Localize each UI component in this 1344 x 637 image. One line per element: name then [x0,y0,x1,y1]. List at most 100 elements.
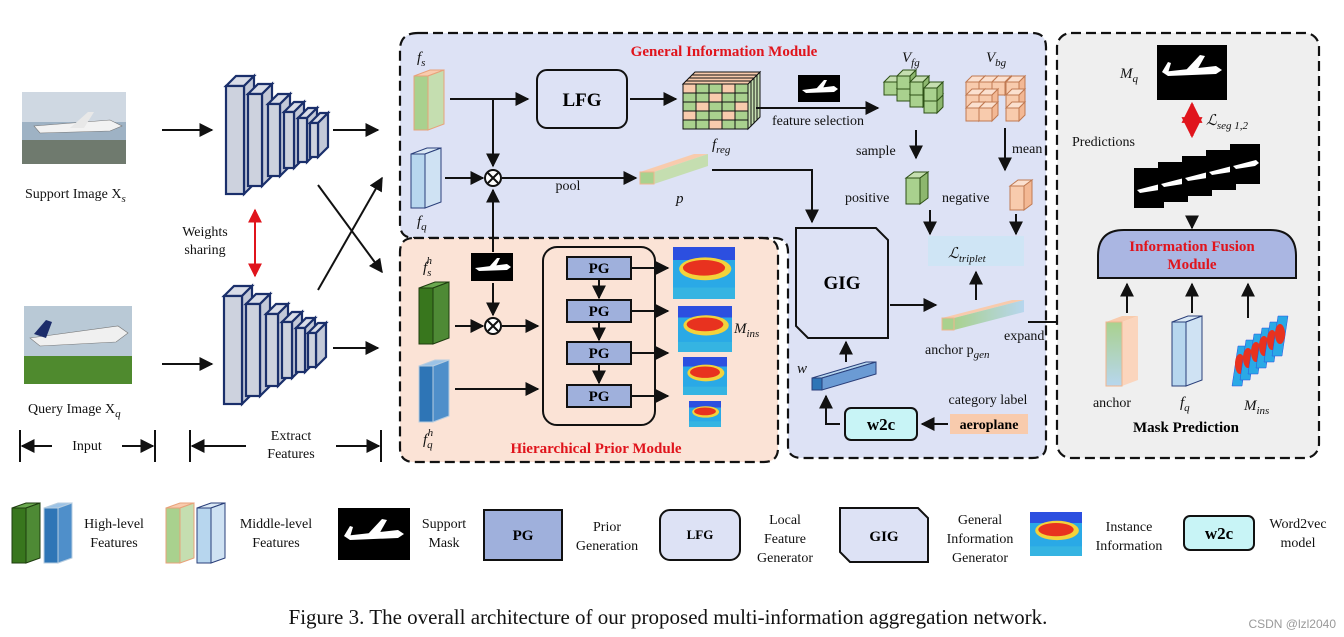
anchor-label-mask: anchor [1093,396,1131,411]
freg-cell [708,119,723,130]
legend-pg-box [483,509,563,561]
freg-cell [734,92,749,103]
backbone-support [223,73,331,197]
mq-mask [1157,45,1227,100]
heatmap-4 [689,401,721,427]
legend-instance-information-line2: Information [1096,539,1163,554]
vfg-label: Vfg [902,50,920,69]
predictions-label: Predictions [1072,135,1135,150]
query-image-label: Query Image Xq [28,402,121,420]
freg-cell [721,83,736,94]
support-mask-small-hpm [471,253,513,281]
backbone-query-layer [305,320,329,370]
fs-feature-block [413,69,445,131]
anchor-pgen-label: anchor pgen [925,343,990,361]
information-fusion-module-box [1097,229,1297,279]
aeroplane-tag [950,414,1028,434]
arrow-cross-down [317,184,383,274]
legend-high-level-icon [11,502,73,564]
weights-sharing-line2: sharing [184,243,225,258]
pg-label: PG [589,304,610,320]
ifm-label-line1: Information Fusion [1129,239,1255,255]
pg-label: PG [589,389,610,405]
legend-instance-information-line1: Instance [1106,520,1153,535]
legend-word2vec-line2: model [1281,536,1316,551]
freg-cell [708,83,723,94]
support-image [22,92,126,164]
legend-middle-level-line2: Features [252,536,299,551]
legend-support-mask-line2: Mask [428,536,459,551]
w-vector [811,361,877,391]
freg-cell [708,92,723,103]
freg-cell [734,101,749,112]
general-information-module-panel [398,31,1048,460]
fq-label-mask: fq [1180,395,1190,414]
extract-range-line2: Features [267,447,314,462]
gig-label: GIG [824,273,861,294]
fs-label: fs [417,50,425,69]
weights-sharing-line1: Weights [182,225,228,240]
freg-cell [695,110,710,121]
query-image [24,306,132,384]
legend-support-mask-icon [338,508,410,560]
vbg-feature-set [964,74,1027,123]
lseg-label: ℒseg 1,2 [1206,113,1248,132]
gig-box [795,227,889,339]
w2c-label: w2c [867,415,896,434]
positive-label: positive [845,191,889,206]
freg-cell [695,92,710,103]
legend-prior-generation-line1: Prior [593,520,621,535]
freg-cell [734,110,749,121]
pg-label: PG [589,261,610,277]
anchor-expanded-block [1105,316,1138,387]
legend: High-level Features Middle-level Feature… [11,502,1327,566]
watermark: CSDN @lzl2040 [1248,617,1336,631]
multiply-op-gim [484,169,502,187]
legend-pg-label: PG [513,528,534,544]
legend-prior-generation-line2: Generation [576,539,638,554]
legend-word2vec-line1: Word2vec [1269,517,1326,532]
freg-cell [734,119,749,130]
predictions-stack [1134,144,1260,208]
freg-cell [682,119,697,130]
negative-vector [1008,179,1034,211]
arrow-cross-up [317,176,383,291]
legend-middle-level-icon [165,502,226,564]
figure-caption: Figure 3. The overall architecture of ou… [289,605,1048,629]
gim-title: General Information Module [631,44,818,60]
freg-cell [721,119,736,130]
triplet-loss-label: ℒtriplet [948,246,987,265]
arrow-p-to-gig [712,169,819,224]
lfg-label: LFG [562,90,601,111]
lfg-box [536,69,628,129]
pg-stack: PG PG PG PG [566,256,670,408]
ifm-label-line2: Module [1167,257,1217,273]
freg-cell [708,110,723,121]
mq-label: Mq [1119,66,1139,85]
legend-gig-box [839,507,929,563]
mask-prediction-title: Mask Prediction [1133,420,1240,436]
freg-cell [721,101,736,112]
legend-high-level-line2: Features [90,536,137,551]
positive-vector [904,171,930,205]
legend-w2c-label: w2c [1205,524,1234,543]
negative-label: negative [942,191,989,206]
legend-high-level-line1: High-level [84,517,144,532]
pg-label: PG [589,346,610,362]
legend-heatmap [1030,512,1082,556]
freg-cell [721,92,736,103]
mean-label: mean [1012,142,1042,157]
fq-block-mask [1171,315,1203,387]
legend-instance-heatmap-icon [1030,512,1082,556]
freg-cell [682,92,697,103]
heatmap-2 [678,306,732,352]
fq-feature-block [410,147,442,209]
expand-label: expand [1004,329,1044,344]
backbone-query-layer [263,301,291,389]
backbone-support-layer [245,81,275,189]
w-label: w [797,361,807,377]
pool-label: pool [556,179,581,194]
input-range [19,430,156,462]
legend-lfg-box [659,509,741,561]
